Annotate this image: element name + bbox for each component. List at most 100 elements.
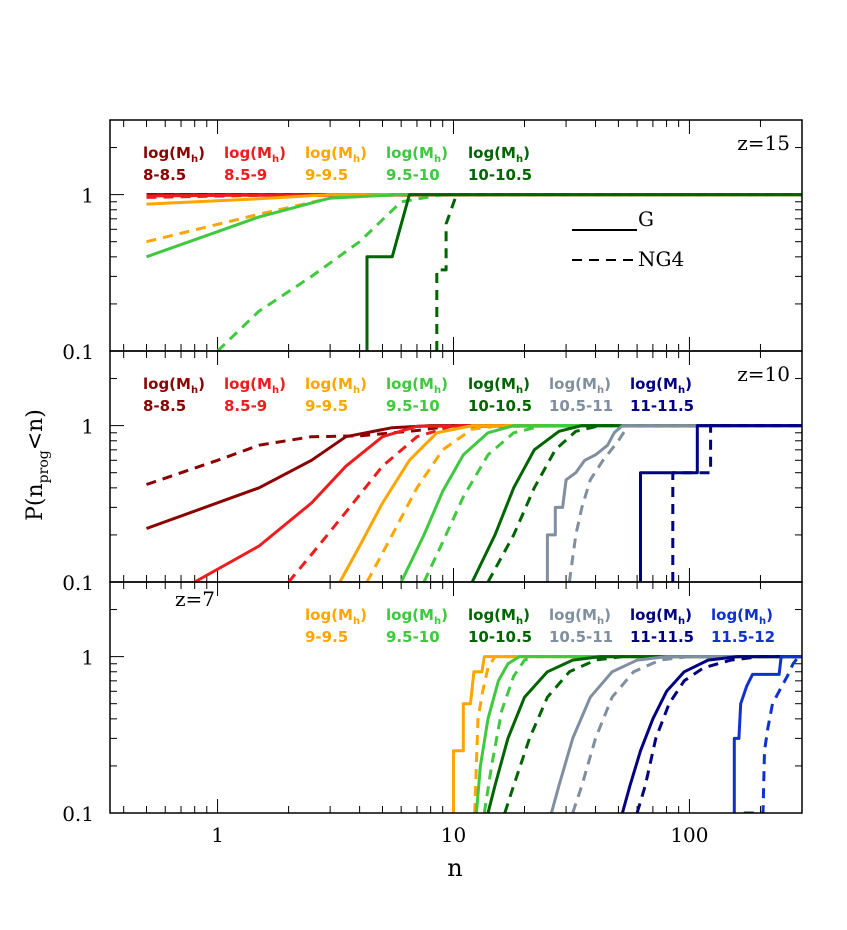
mass-bin-label-top-text: log(M <box>386 606 434 624</box>
mass-bin-label-sub: h <box>678 616 685 627</box>
mass-bin-label-sub: h <box>434 385 441 396</box>
mass-bin-label-top-text: log(M <box>143 375 191 393</box>
ticks <box>110 581 803 814</box>
mass-bin-label-close: ) <box>279 375 286 393</box>
mass-bin-label: log(Mh)9.5-10 <box>386 375 448 415</box>
legend-dashed-label: NG4 <box>638 247 684 271</box>
y-axis-label-tail: <n) <box>23 409 48 450</box>
series-9.5-10-dashed <box>482 655 802 813</box>
mass-bin-label-bottom: 8-8.5 <box>143 397 186 415</box>
series-8.5-9-solid <box>193 424 802 582</box>
mass-bin-label: log(Mh)10.5-11 <box>549 606 613 646</box>
mass-bin-label-top-text: log(M <box>386 375 434 393</box>
y-tick-label: 1 <box>81 415 94 439</box>
mass-bin-label: log(Mh)9.5-10 <box>386 144 448 184</box>
mass-bin-label-close: ) <box>523 375 530 393</box>
mass-bin-label: log(Mh)8-8.5 <box>143 375 205 415</box>
mass-bin-label-sub: h <box>191 154 198 165</box>
mass-bin-label-sub: h <box>516 616 523 627</box>
mass-bin-label: log(Mh)10-10.5 <box>468 144 532 184</box>
mass-bin-label-close: ) <box>441 375 448 393</box>
mass-bin-label-bottom: 11-11.5 <box>630 397 694 415</box>
series-11-11.5-solid <box>620 655 802 813</box>
mass-bin-label-top: log(Mh) <box>143 144 205 165</box>
mass-bin-label-close: ) <box>360 375 367 393</box>
mass-bin-label-top: log(Mh) <box>305 144 367 165</box>
mass-bin-label-top: log(Mh) <box>305 606 367 627</box>
mass-bin-label-top-text: log(M <box>711 606 759 624</box>
series-10.5-11-solid <box>545 424 802 582</box>
mass-bin-label: log(Mh)11-11.5 <box>630 606 694 646</box>
mass-bin-label-sub: h <box>434 616 441 627</box>
mass-bin-label-top-text: log(M <box>549 606 597 624</box>
panel-z=7: 0.11z=7log(Mh)9-9.5log(Mh)9.5-10log(Mh)1… <box>62 581 803 847</box>
x-axis-label: n <box>447 854 462 882</box>
series-10-10.5-solid <box>470 424 802 582</box>
series-11-11.5-dashed <box>635 655 802 813</box>
mass-bin-label-bottom: 9-9.5 <box>305 397 348 415</box>
mass-bin-label-top-text: log(M <box>305 606 353 624</box>
redshift-label: z=10 <box>737 362 790 386</box>
series-9-9.5-dashed <box>473 655 802 813</box>
mass-bin-label-sub: h <box>353 616 360 627</box>
mass-bin-label-sub: h <box>353 154 360 165</box>
mass-bin-label-top: log(Mh) <box>468 144 530 165</box>
mass-bin-label-sub: h <box>353 385 360 396</box>
series-10-10.5-solid <box>365 193 802 351</box>
series-10.5-11-dashed <box>571 655 802 813</box>
mass-bin-label-top-text: log(M <box>630 375 678 393</box>
mass-bin-label-top: log(Mh) <box>630 375 692 396</box>
series-9.5-10-solid <box>145 193 802 259</box>
mass-bin-label-top: log(Mh) <box>386 375 448 396</box>
panel-frame <box>109 581 803 814</box>
mass-bin-label-bottom: 10-10.5 <box>468 397 532 415</box>
legend-solid-label: G <box>638 207 654 231</box>
series-11-11.5-dashed <box>671 424 802 582</box>
mass-bin-label-bottom: 10-10.5 <box>468 166 532 184</box>
legend: G NG4 <box>572 207 684 271</box>
mass-bin-label-top: log(Mh) <box>143 375 205 396</box>
mass-bin-label-bottom: 9.5-10 <box>386 628 440 646</box>
mass-bin-label-bottom: 9.5-10 <box>386 397 440 415</box>
series-10.5-11-dashed <box>567 424 802 582</box>
series-10-10.5-dashed <box>486 424 802 582</box>
y-tick-label: 0.1 <box>62 802 94 826</box>
mass-bin-label-bottom: 9-9.5 <box>305 166 348 184</box>
x-tick-label: 100 <box>670 823 708 847</box>
series-10-10.5-solid <box>486 655 802 813</box>
mass-bin-label: log(Mh)9-9.5 <box>305 606 367 646</box>
mass-bin-label-bottom: 10.5-11 <box>549 397 613 415</box>
mass-bin-label: log(Mh)10-10.5 <box>468 606 532 646</box>
mass-bin-label-sub: h <box>759 616 766 627</box>
mass-bin-label-bottom: 11.5-12 <box>711 628 775 646</box>
mass-bin-label-close: ) <box>523 606 530 624</box>
mass-bin-label-top: log(Mh) <box>468 375 530 396</box>
series-11.5-12-dashed <box>743 655 802 813</box>
mass-bin-label: log(Mh)11.5-12 <box>711 606 775 646</box>
mass-bin-label-top: log(Mh) <box>224 375 286 396</box>
mass-bin-label-top-text: log(M <box>305 375 353 393</box>
mass-bin-label-top-text: log(M <box>305 144 353 162</box>
mass-bin-label-sub: h <box>272 154 279 165</box>
mass-bin-label-close: ) <box>279 144 286 162</box>
mass-bin-label: log(Mh)9-9.5 <box>305 144 367 184</box>
series-9.5-10-solid <box>399 424 802 582</box>
mass-bin-label-top-text: log(M <box>468 606 516 624</box>
y-tick-label: 1 <box>81 184 94 208</box>
series-8.5-9-dashed <box>287 424 802 582</box>
ticks <box>110 119 803 352</box>
series-9.5-10-dashed <box>216 193 802 351</box>
mass-bin-label: log(Mh)9.5-10 <box>386 606 448 646</box>
series-9-9.5-dashed <box>146 193 802 244</box>
mass-bin-label-close: ) <box>441 606 448 624</box>
mass-bin-label-top-text: log(M <box>468 144 516 162</box>
mass-bin-label: log(Mh)11-11.5 <box>630 375 694 415</box>
redshift-label: z=7 <box>175 587 215 611</box>
series-group <box>145 424 802 582</box>
y-tick-label: 1 <box>81 646 94 670</box>
mass-bin-label-close: ) <box>766 606 773 624</box>
mass-bin-label-sub: h <box>272 385 279 396</box>
mass-bin-label-close: ) <box>685 375 692 393</box>
mass-bin-label-top: log(Mh) <box>711 606 773 627</box>
